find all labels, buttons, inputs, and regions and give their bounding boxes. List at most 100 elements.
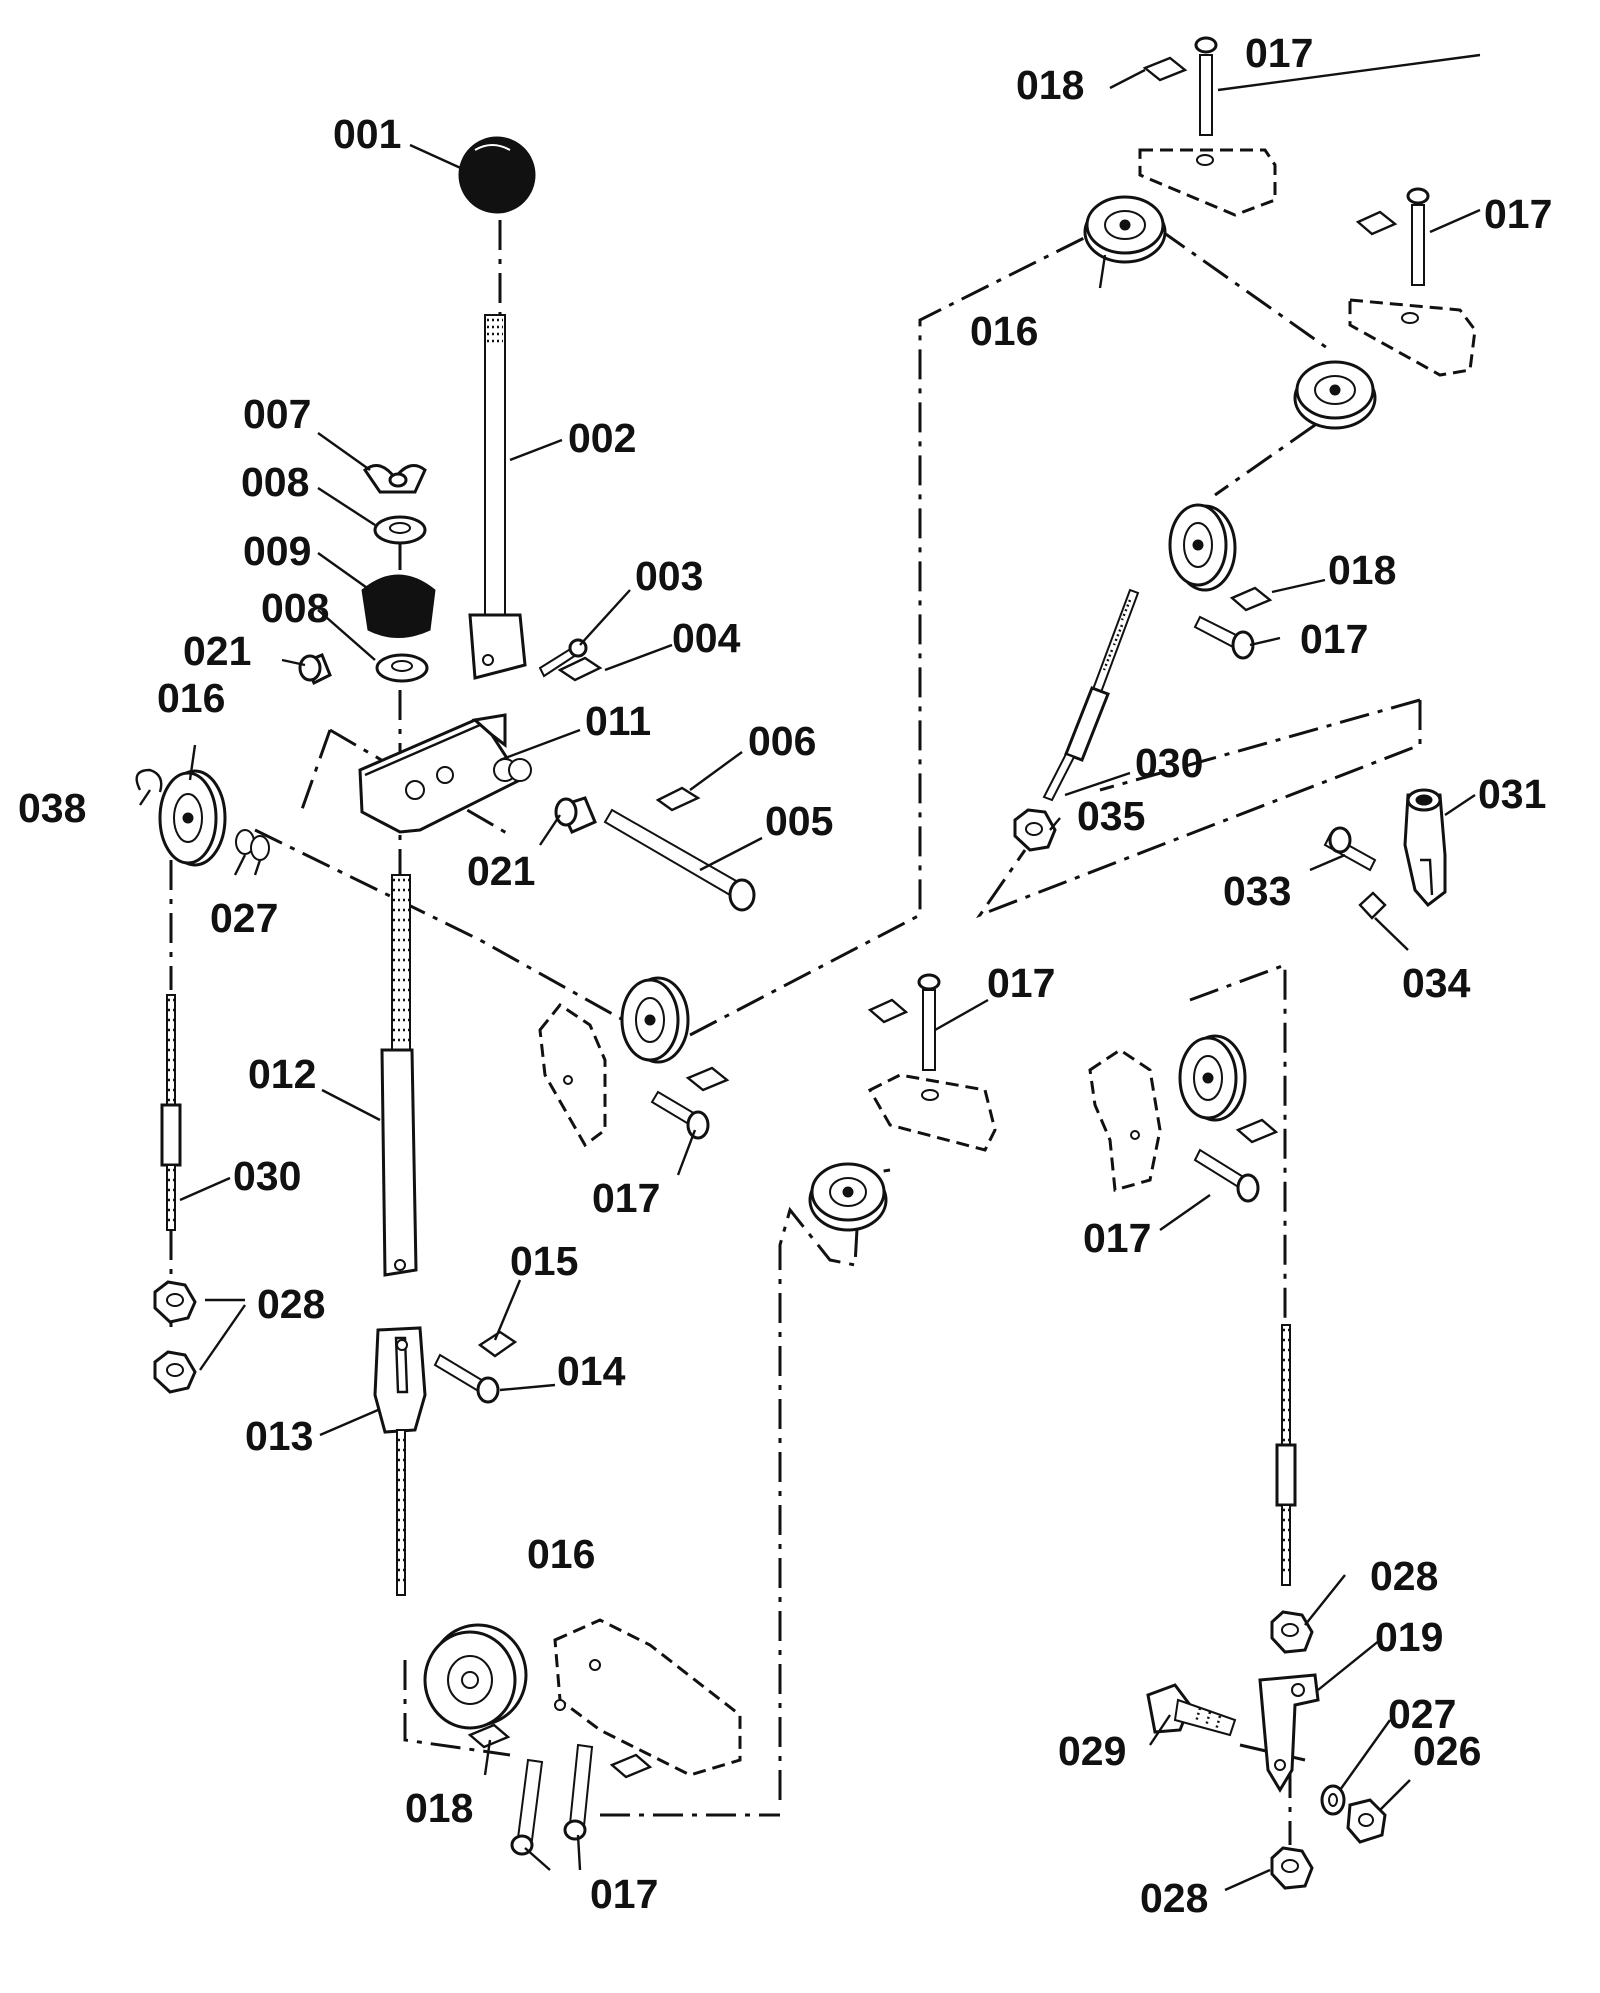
callout-018-upper-a: 018 bbox=[1016, 62, 1084, 108]
part-016-pulley-left bbox=[158, 769, 227, 867]
part-017-pin-bottom-a bbox=[510, 1758, 544, 1856]
bracket-center-a bbox=[538, 1002, 607, 1148]
part-029-bolt bbox=[1146, 1683, 1237, 1737]
callout-015: 015 bbox=[510, 1238, 578, 1284]
part-008-washer-bottom bbox=[375, 653, 429, 683]
callout-016-upper: 016 bbox=[970, 308, 1038, 354]
part-018-cotter-pin-center-c bbox=[1235, 1118, 1279, 1144]
callout-034: 034 bbox=[1402, 960, 1471, 1006]
part-002-lever-rod bbox=[468, 314, 527, 680]
part-030-cable-right bbox=[1275, 1324, 1297, 1586]
part-027-washer-right bbox=[1320, 1784, 1346, 1816]
callout-030-upper: 030 bbox=[1135, 740, 1203, 786]
callout-002: 002 bbox=[568, 415, 636, 461]
part-018-cotter-pin-upper-a bbox=[1142, 56, 1188, 82]
part-017-pin-bottom-b bbox=[563, 1743, 594, 1841]
callout-030-left: 030 bbox=[233, 1153, 301, 1199]
callout-005: 005 bbox=[765, 798, 833, 844]
part-018-cotter-pin-bottom-a bbox=[467, 1723, 511, 1749]
part-008-washer-top bbox=[373, 515, 427, 545]
part-021-bushing-lower bbox=[554, 796, 597, 834]
part-018-cotter-pin-bottom-b bbox=[609, 1753, 653, 1779]
part-027-washers-left bbox=[235, 829, 270, 861]
callout-017-upper-c: 017 bbox=[1300, 616, 1368, 662]
part-017-pin-upper-c bbox=[1193, 615, 1255, 660]
part-028-nut-right-bottom bbox=[1270, 1846, 1314, 1890]
part-014-pin bbox=[433, 1353, 500, 1404]
callout-012: 012 bbox=[248, 1051, 316, 1097]
part-016-pulley-center-right bbox=[1178, 1034, 1247, 1122]
callout-027-left: 027 bbox=[210, 895, 278, 941]
callout-016-bottom: 016 bbox=[527, 1531, 595, 1577]
callout-017-center-c: 017 bbox=[1083, 1215, 1151, 1261]
part-011-lever-bracket bbox=[358, 713, 532, 834]
part-016-pulley-center-bottom bbox=[808, 1162, 888, 1232]
callout-018-upper-c: 018 bbox=[1328, 547, 1396, 593]
callout-008-top: 008 bbox=[241, 459, 309, 505]
part-038-snap-ring bbox=[135, 768, 163, 793]
callout-017-upper-b: 017 bbox=[1484, 191, 1552, 237]
callout-003: 003 bbox=[635, 553, 703, 599]
part-017-pin-upper-a bbox=[1194, 36, 1218, 136]
cable-routing-lines bbox=[169, 220, 1422, 1845]
callout-004: 004 bbox=[672, 615, 741, 661]
part-030-cable-upper bbox=[1042, 588, 1140, 802]
callout-035: 035 bbox=[1077, 793, 1145, 839]
bracket-upper-b bbox=[1348, 298, 1477, 377]
part-012-threaded-rod bbox=[380, 874, 418, 1277]
part-028-nut-left-bottom bbox=[153, 1350, 197, 1394]
part-006-cotter-pin bbox=[655, 786, 701, 812]
part-016-pulley-upper-c bbox=[1168, 503, 1237, 592]
callout-006: 006 bbox=[748, 718, 816, 764]
part-004-cotter-pin bbox=[557, 656, 603, 682]
part-017-pin-center-b bbox=[917, 973, 941, 1071]
callout-009: 009 bbox=[243, 528, 311, 574]
part-031-clevis bbox=[1403, 788, 1447, 908]
leader-lines bbox=[139, 53, 1481, 1892]
part-018-cotter-pin-upper-c bbox=[1229, 586, 1273, 612]
part-019-bracket-plate bbox=[1258, 1673, 1320, 1793]
part-003-pin bbox=[538, 638, 588, 678]
callout-007: 007 bbox=[243, 391, 311, 437]
bracket-center-b bbox=[867, 1073, 997, 1152]
part-005-long-pin bbox=[603, 808, 756, 912]
part-007-wing-nut bbox=[362, 464, 427, 494]
part-018-cotter-pin-center-a bbox=[685, 1066, 730, 1092]
callout-016-left: 016 bbox=[157, 675, 225, 721]
callout-019: 019 bbox=[1375, 1614, 1443, 1660]
callout-008-bottom: 008 bbox=[261, 585, 329, 631]
part-028-nut-right-top bbox=[1270, 1610, 1314, 1654]
callout-017-bottom: 017 bbox=[590, 1871, 658, 1917]
part-001-knob bbox=[458, 136, 536, 214]
part-016-pulley-center-left bbox=[620, 976, 690, 1064]
part-034-cotter-pin bbox=[1358, 891, 1387, 920]
part-009-bushing bbox=[361, 574, 436, 638]
callout-026: 026 bbox=[1413, 1728, 1481, 1774]
part-026-nut bbox=[1346, 1798, 1387, 1844]
bracket-upper-a bbox=[1138, 148, 1277, 217]
callout-031: 031 bbox=[1478, 771, 1546, 817]
callout-029: 029 bbox=[1058, 1728, 1126, 1774]
part-016-pulley-bottom bbox=[423, 1623, 528, 1730]
callout-018-bottom: 018 bbox=[405, 1785, 473, 1831]
callout-021-upper: 021 bbox=[183, 628, 251, 674]
callout-028-right-top: 028 bbox=[1370, 1553, 1438, 1599]
callout-017-center-b: 017 bbox=[987, 960, 1055, 1006]
part-015-cotter-pin bbox=[477, 1330, 518, 1358]
part-035-nut bbox=[1013, 808, 1057, 852]
part-013-clevis bbox=[373, 1326, 427, 1596]
part-030-cable-left bbox=[160, 994, 182, 1231]
callout-013: 013 bbox=[245, 1413, 313, 1459]
callout-001: 001 bbox=[333, 111, 401, 157]
callout-027-right: 027 bbox=[1388, 1691, 1456, 1737]
part-016-pulley-upper-a bbox=[1083, 195, 1167, 264]
bracket-center-c bbox=[1088, 1048, 1162, 1192]
part-017-pin-upper-b bbox=[1406, 187, 1430, 286]
callout-038: 038 bbox=[18, 785, 86, 831]
part-017-pin-center-c bbox=[1193, 1148, 1260, 1203]
callout-017-upper-a: 017 bbox=[1245, 30, 1313, 76]
callout-017-center-a: 017 bbox=[592, 1175, 660, 1221]
part-017-pin-center-a bbox=[650, 1090, 710, 1140]
part-021-bushing-upper bbox=[298, 653, 332, 686]
